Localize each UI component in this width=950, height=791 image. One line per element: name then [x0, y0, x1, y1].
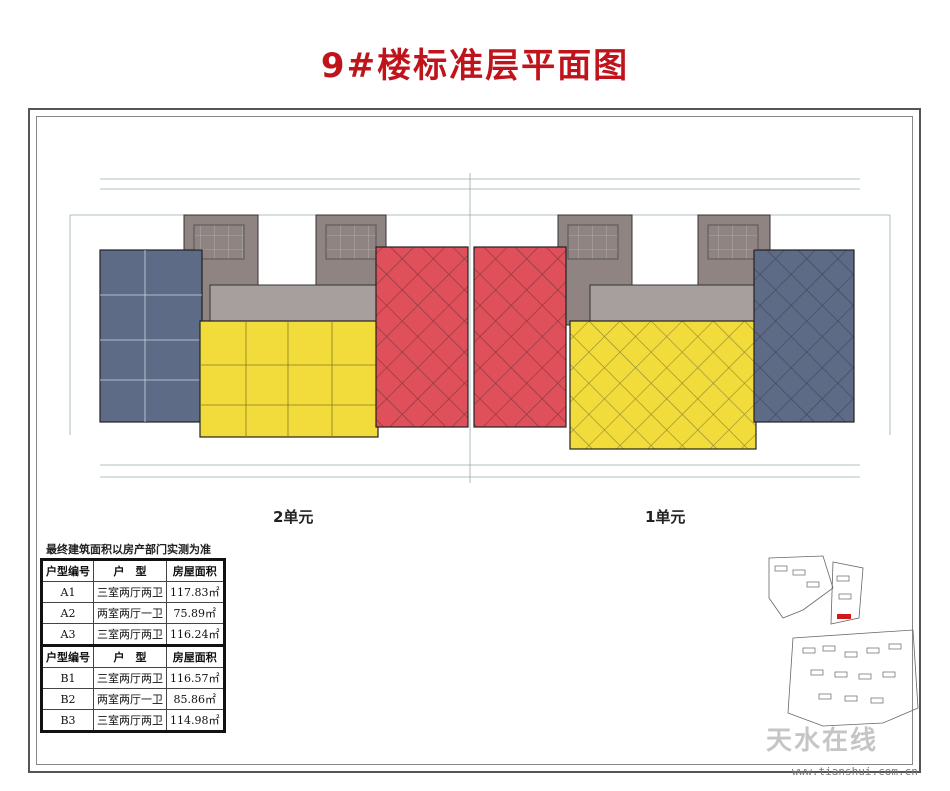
watermark-brand: 天水在线	[766, 726, 879, 756]
unit-layout: 三室两厅两卫	[93, 709, 167, 732]
header-cell: 房屋面积	[166, 559, 225, 582]
header-cell: 户 型	[93, 644, 167, 668]
watermark-url: www.tianshui.com.cn	[792, 765, 918, 778]
header-cell: 户型编号	[41, 644, 94, 668]
unit-area: 116.24㎡	[166, 623, 225, 646]
table-row: A3 三室两厅两卫 116.24㎡	[41, 623, 225, 646]
current-building-marker	[837, 614, 851, 619]
unit-layout: 三室两厅两卫	[93, 581, 167, 603]
header-cell: 户型编号	[41, 559, 94, 582]
floor-plan	[69, 173, 891, 483]
table-row: A1 三室两厅两卫 117.83㎡	[41, 581, 225, 603]
header-cell: 房屋面积	[166, 644, 225, 668]
unit-area: 85.86㎡	[166, 688, 225, 710]
unit1-label: 1单元	[645, 508, 686, 526]
drawing-frame-inner	[36, 116, 913, 765]
unit-area: 75.89㎡	[166, 602, 225, 624]
core-right	[557, 214, 771, 326]
unit-layout: 三室两厅两卫	[93, 667, 167, 689]
unit-area: 116.57㎡	[166, 667, 225, 689]
table-header-a: 户型编号 户 型 房屋面积	[41, 559, 225, 582]
unit2-yellow-apartment	[199, 320, 379, 438]
page-title: 9#楼标准层平面图	[320, 46, 630, 86]
unit-code: B2	[41, 688, 94, 710]
unit-layout: 两室两厅一卫	[93, 602, 167, 624]
site-key-plan	[768, 555, 919, 727]
unit-layout: 两室两厅一卫	[93, 688, 167, 710]
table-row: A2 两室两厅一卫 75.89㎡	[41, 602, 225, 624]
core-left	[183, 214, 391, 326]
table-row: B3 三室两厅两卫 114.98㎡	[41, 709, 225, 732]
unit2-label: 2单元	[273, 508, 314, 526]
table-row: B1 三室两厅两卫 116.57㎡	[41, 667, 225, 689]
unit-code: B1	[41, 667, 94, 689]
unit-code: A3	[41, 623, 94, 646]
unit-area: 117.83㎡	[166, 581, 225, 603]
unit-area: 114.98㎡	[166, 709, 225, 732]
drawing-frame-outer	[28, 108, 921, 773]
unit-layout: 三室两厅两卫	[93, 623, 167, 646]
area-table: 户型编号 户 型 房屋面积 A1 三室两厅两卫 117.83㎡ A2 两室两厅一…	[40, 558, 226, 733]
table-row: B2 两室两厅一卫 85.86㎡	[41, 688, 225, 710]
header-cell: 户 型	[93, 559, 167, 582]
unit-code: A1	[41, 581, 94, 603]
unit-code: A2	[41, 602, 94, 624]
table-header-b: 户型编号 户 型 房屋面积	[41, 644, 225, 668]
unit-code: B3	[41, 709, 94, 732]
unit2-blue-apartment	[99, 249, 203, 423]
area-note: 最终建筑面积以房产部门实测为准	[46, 543, 211, 556]
